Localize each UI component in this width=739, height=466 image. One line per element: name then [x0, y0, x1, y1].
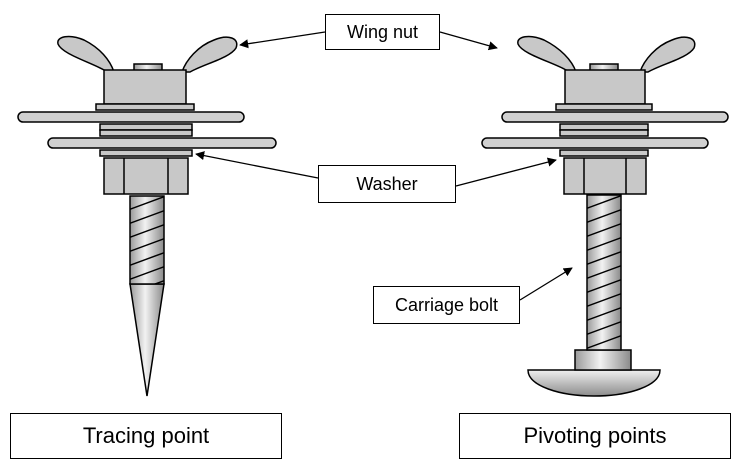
wing-nut-left-wing — [517, 35, 578, 73]
washer-arrow-right — [455, 157, 557, 187]
washer-arrow-left — [195, 151, 319, 179]
tracing-tip — [129, 283, 165, 397]
carriage-bolt-head — [527, 369, 661, 397]
wing-nut-body — [564, 69, 646, 105]
tracing-point-caption: Tracing point — [10, 413, 282, 459]
pivoting-bottom-plate — [481, 137, 709, 149]
carriage-bolt-label: Carriage bolt — [373, 286, 520, 324]
wing-nut-arrow-left — [239, 31, 326, 49]
carriage-bolt-threads — [587, 195, 621, 350]
carriage-bolt-neck — [574, 349, 632, 371]
pivoting-point-assembly — [481, 35, 729, 397]
wing-nut-body — [103, 69, 187, 105]
tracing-bottom-plate — [47, 137, 277, 149]
wing-nut-right-wing — [638, 36, 696, 73]
pivoting-hex-nut — [563, 157, 647, 195]
wing-nut-right-wing — [180, 36, 238, 73]
wing-nut-arrow-right — [439, 31, 498, 51]
tracing-threads — [130, 196, 164, 284]
tracing-top-plate — [17, 111, 245, 123]
callout-arrows — [195, 31, 573, 301]
washer-label: Washer — [318, 165, 456, 203]
tracing-shank — [129, 195, 165, 285]
pivoting-points-caption: Pivoting points — [459, 413, 731, 459]
tracing-hex-nut — [103, 157, 189, 195]
wing-nut-left-wing — [57, 35, 116, 73]
tracing-point-assembly — [17, 35, 277, 397]
pivoting-top-plate — [501, 111, 729, 123]
wing-nut-label: Wing nut — [325, 14, 440, 50]
carriage-bolt-arrow — [519, 267, 573, 301]
